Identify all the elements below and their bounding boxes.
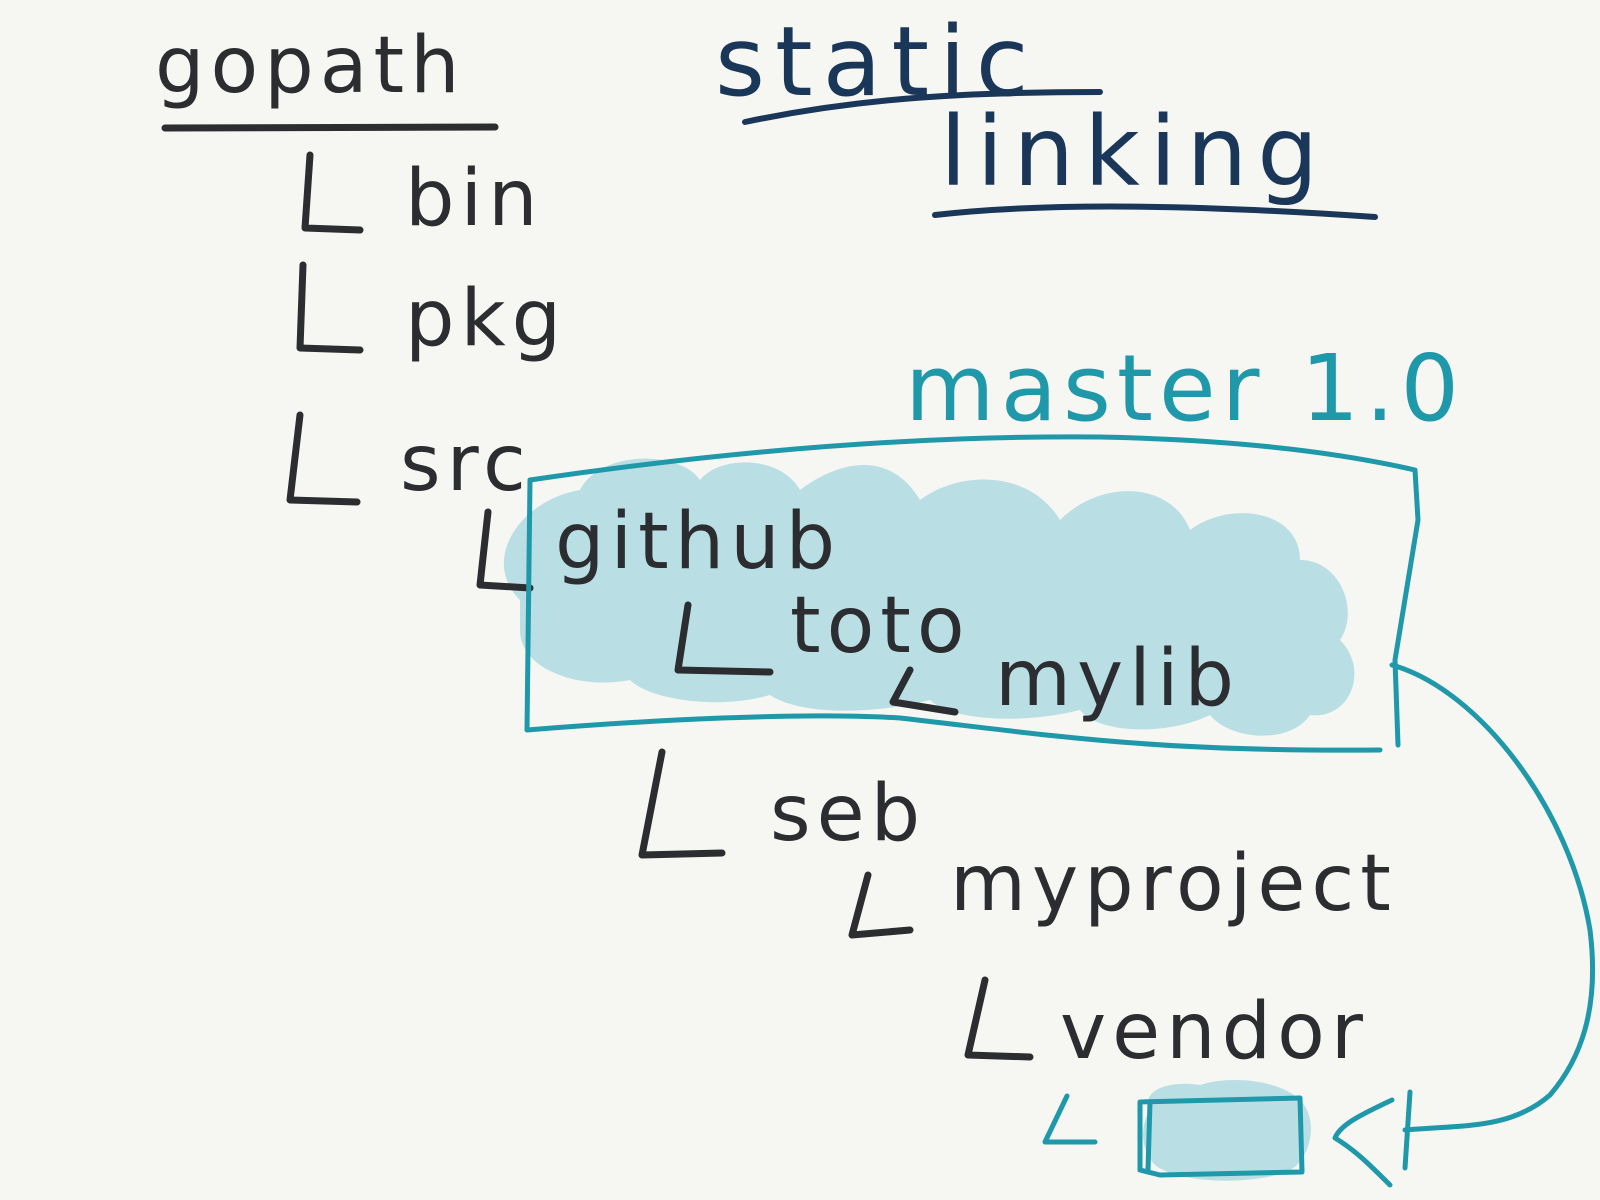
title-underline-2: [932, 203, 1378, 220]
tree-item-github: github: [555, 497, 841, 587]
tree-item-myproject: myproject: [950, 839, 1397, 929]
tree-item-vendor: vendor: [1060, 987, 1369, 1077]
tree-branch-toto: [674, 601, 774, 676]
vendor-highlight: [1143, 1080, 1311, 1181]
tree-branch-vendor: [964, 976, 1034, 1061]
tree-branch-mylib: [889, 666, 959, 716]
title-line-2: linking: [940, 96, 1328, 208]
copy-connector-line: [1389, 662, 1596, 1133]
highlight-cloud: [503, 458, 1355, 736]
tree-item-pkg: pkg: [405, 274, 567, 364]
tree-branch-myproject: [848, 871, 914, 939]
tree-branch-pkg: [296, 261, 364, 354]
tree-item-mylib: mylib: [995, 634, 1240, 724]
tree-item-seb: seb: [770, 769, 926, 859]
version-label: master 1.0: [905, 335, 1465, 442]
tree-item-bin: bin: [405, 154, 544, 244]
tree-branch-src: [286, 411, 361, 506]
tree-item-toto: toto: [790, 581, 971, 671]
package-box-top: [527, 434, 1421, 748]
vendor-copied-package-edge: [1145, 1099, 1153, 1173]
tree-root-label: gopath: [155, 21, 466, 111]
tree-item-src: src: [400, 419, 532, 509]
copy-arrowhead-stem: [1402, 1089, 1413, 1171]
tree-branch-seb: [638, 748, 726, 859]
title-underline-1: [742, 89, 1103, 125]
tree-branch-bin: [301, 151, 364, 234]
vendor-child-branch: [1042, 1093, 1098, 1145]
tree-root-underline: [161, 123, 499, 132]
copy-arrowhead: [1332, 1097, 1395, 1188]
package-box-bottom: [524, 477, 1383, 753]
vendor-copied-package-box: [1137, 1095, 1305, 1178]
tree-branch-github: [476, 508, 534, 592]
